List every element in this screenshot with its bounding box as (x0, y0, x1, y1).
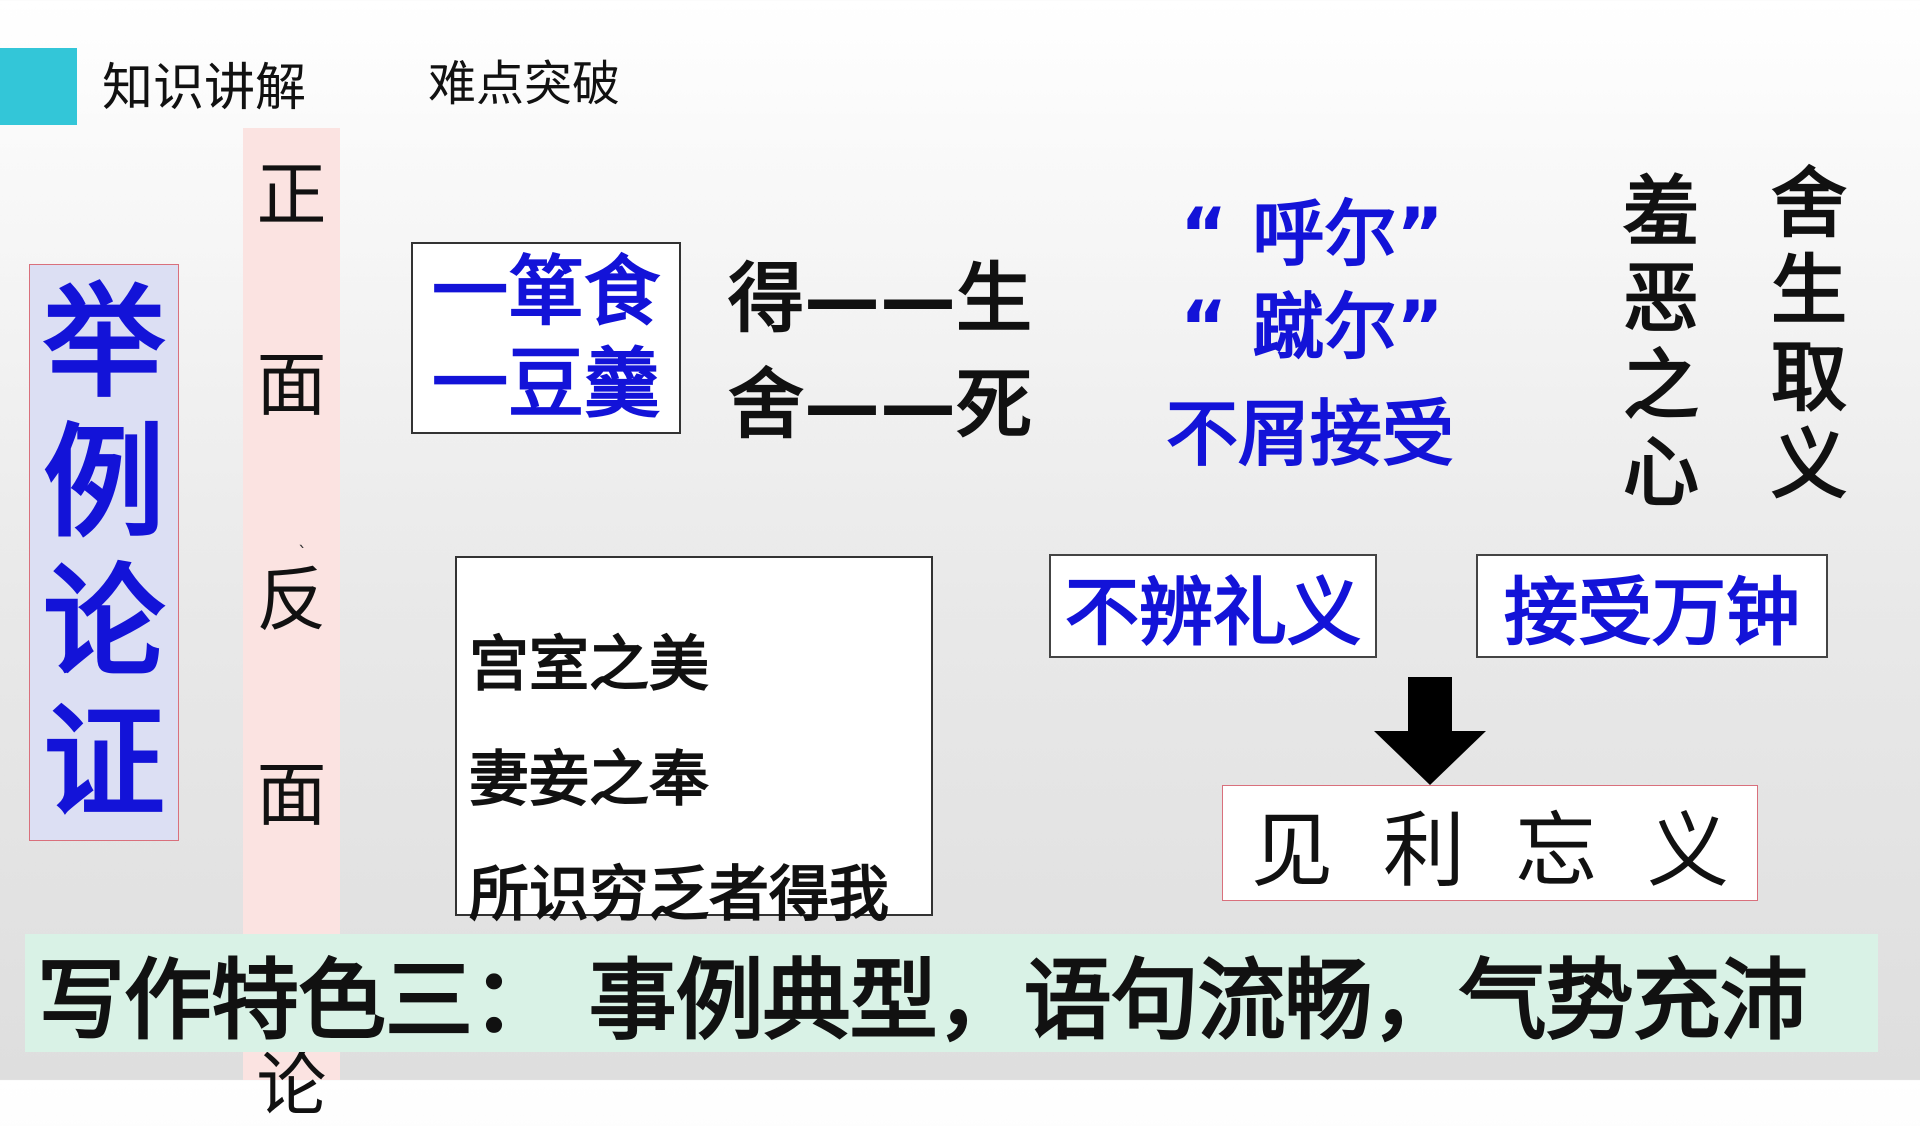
method-char: 例 (43, 411, 165, 554)
down-arrow-icon (1374, 677, 1486, 785)
strip-char: 面 (256, 344, 327, 426)
luxury-example-box: 宫室之美 妻妾之奉 所识穷乏者得我 (455, 556, 933, 930)
strip-char: 反 (256, 559, 327, 641)
conclusion-box: 见利忘义 (1222, 785, 1758, 901)
method-label-box: 举 例 论 证 (29, 264, 179, 841)
shame-char: 之 (1623, 341, 1699, 430)
sacrifice-column: 舍 生 取 义 (1766, 160, 1852, 508)
header-section-title: 知识讲解 (102, 59, 307, 118)
conclusion-text: 见利忘义 (1250, 803, 1779, 899)
method-char: 证 (43, 691, 165, 834)
courtesy-label-box: 不辨礼义 (1049, 554, 1377, 658)
food-example-box: 一箪食 一豆羹 (411, 242, 681, 434)
method-char: 举 (43, 271, 165, 414)
strip-char: 论 (256, 1044, 327, 1126)
shame-char: 心 (1623, 428, 1699, 517)
method-char: 论 (43, 551, 165, 694)
strip-char: 面 (256, 754, 327, 836)
food-line-1: 一箪食 (432, 247, 660, 336)
sacrifice-char: 义 (1771, 420, 1847, 509)
feature-banner: 写作特色三： 事例典型，语句流畅，气势充沛 (25, 934, 1878, 1052)
gain-life-text: 得——生 (728, 254, 1032, 343)
luxury-line: 所识穷乏者得我 (469, 860, 889, 930)
shame-char: 羞 (1623, 167, 1699, 256)
huer-text: “ 呼尔” (1180, 192, 1444, 276)
sacrifice-char: 生 (1771, 246, 1847, 335)
wealth-label-box: 接受万钟 (1476, 554, 1828, 658)
header-topic-title: 难点突破 (428, 56, 621, 112)
luxury-line: 宫室之美 (469, 630, 709, 700)
food-line-2: 一豆羹 (432, 339, 660, 428)
sacrifice-char: 取 (1771, 333, 1847, 422)
argument-strip (243, 128, 340, 1080)
cuer-text: “ 蹴尔” (1180, 285, 1444, 369)
shame-char: 恶 (1623, 254, 1699, 343)
refuse-text: 不屑接受 (1166, 392, 1455, 476)
lose-death-text: 舍——死 (728, 360, 1032, 449)
shame-column: 羞 恶 之 心 (1618, 168, 1704, 516)
header-accent-block (0, 48, 77, 125)
sacrifice-char: 舍 (1771, 159, 1847, 248)
feature-banner-text: 写作特色三： 事例典型，语句流畅，气势充沛 (37, 948, 1808, 1052)
strip-mark: ˎ (298, 528, 307, 549)
strip-char: 正 (256, 154, 327, 236)
luxury-line: 妻妾之奉 (469, 745, 709, 815)
